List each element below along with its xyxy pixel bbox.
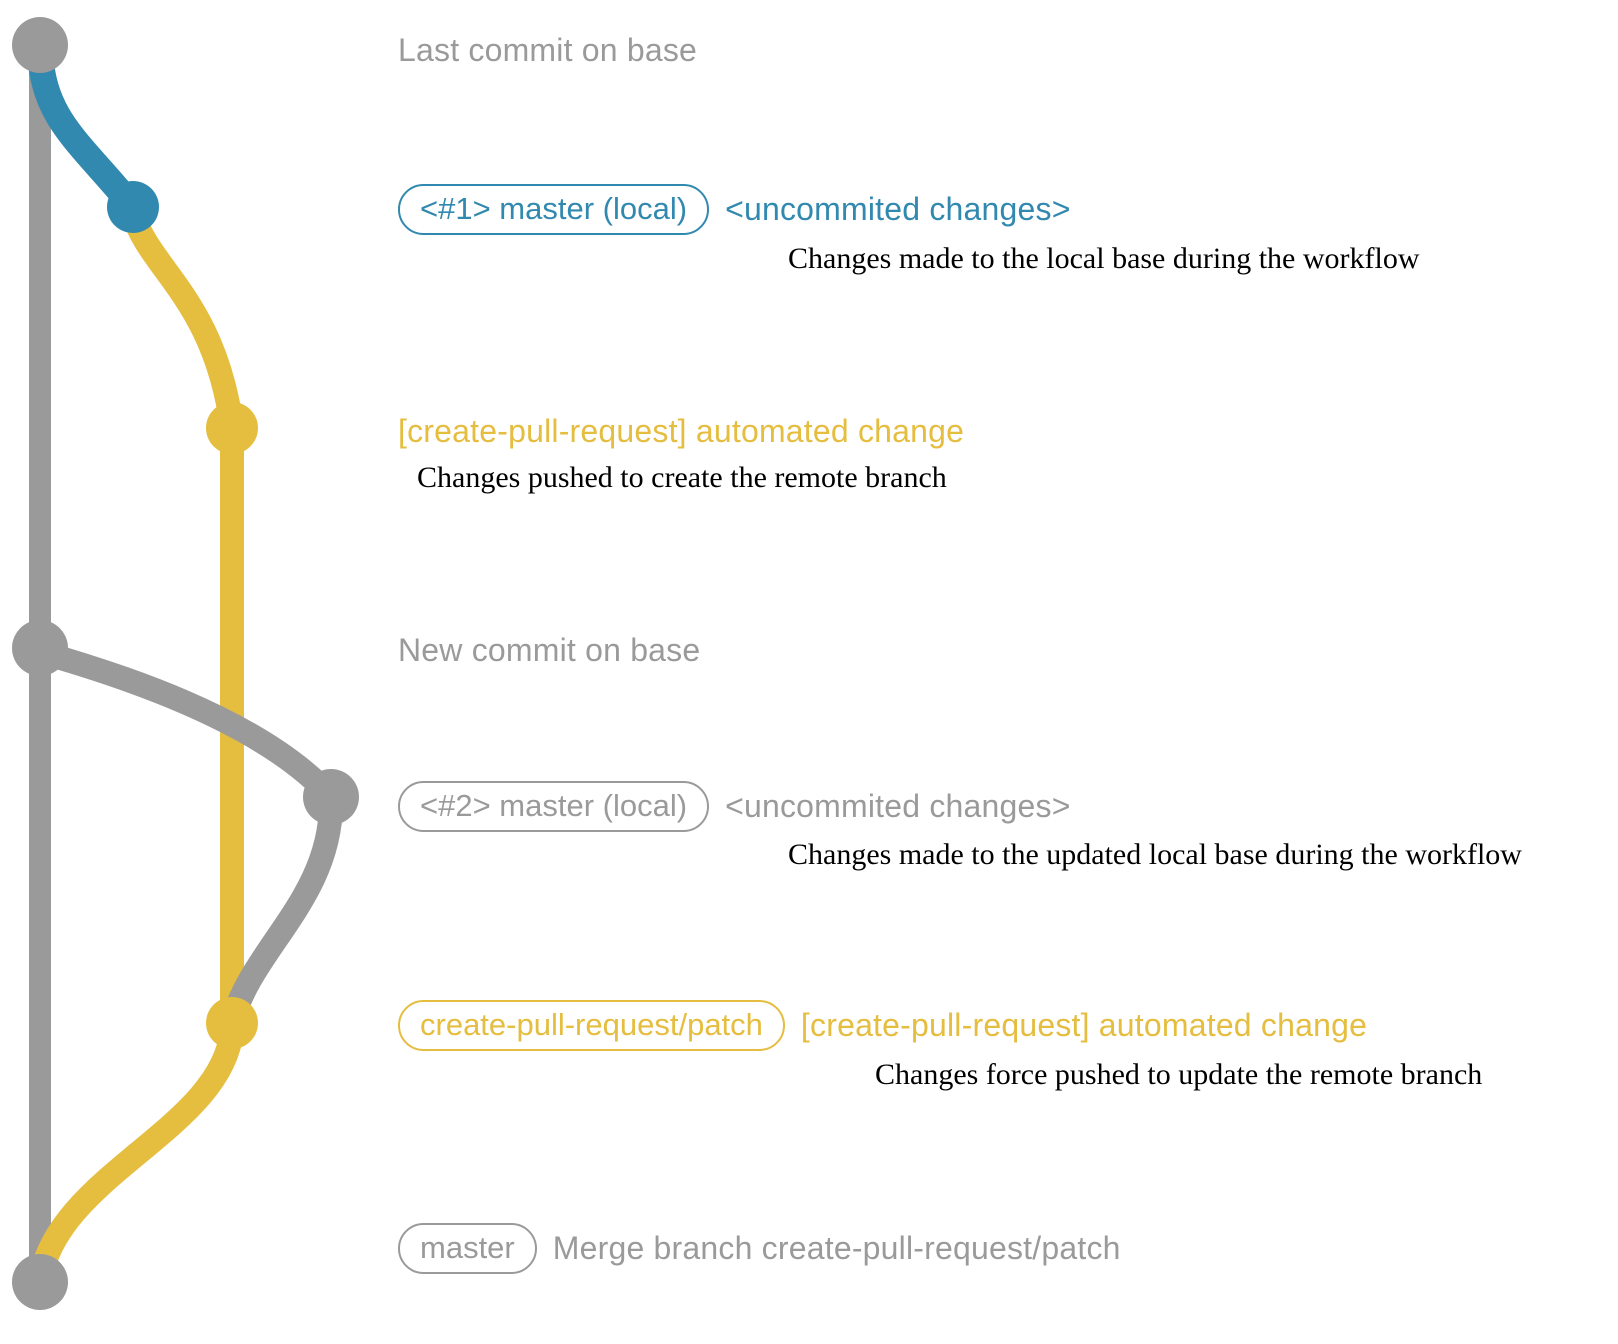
- node-automated-change-2[interactable]: [206, 997, 258, 1049]
- edge-new-base-to-master-local-2: [28, 640, 343, 809]
- node-last-commit-on-base[interactable]: [12, 17, 68, 73]
- commit-subject-automated-change-2: [create-pull-request] automated change: [800, 1007, 1368, 1043]
- commit-subject-merge-commit-master: Merge branch create-pull-request/patch: [552, 1230, 1121, 1266]
- branch-badge-create-pull-request-patch[interactable]: create-pull-request/patch: [398, 1000, 785, 1051]
- commit-description-automated-change-2: Changes force pushed to update the remot…: [875, 1058, 1483, 1091]
- node-merge-commit-master[interactable]: [12, 1254, 68, 1310]
- commit-description-automated-change-1: Changes pushed to create the remote bran…: [417, 461, 947, 494]
- row-last-commit-on-base: Last commit on base: [398, 32, 697, 69]
- commit-subject-last-commit-on-base: Last commit on base: [398, 32, 698, 68]
- edge-master-local-2-to-automated-change-2: [220, 792, 343, 1035]
- commit-subject-new-commit-on-base: New commit on base: [398, 632, 701, 668]
- branch-badge-master-local-1[interactable]: <#1> master (local): [398, 184, 710, 235]
- commit-graph: [12, 17, 359, 1310]
- node-master-local-1[interactable]: [107, 181, 159, 233]
- row-automated-change-1: [create-pull-request] automated change: [398, 413, 964, 450]
- commit-description-master-local-2: Changes made to the updated local base d…: [788, 838, 1522, 871]
- edge-master-local-1-to-automated-change-1: [121, 202, 244, 440]
- node-automated-change-1[interactable]: [206, 402, 258, 454]
- node-master-local-2[interactable]: [303, 769, 359, 825]
- row-merge-commit-master: master Merge branch create-pull-request/…: [398, 1223, 1121, 1274]
- commit-subject-master-local-1: <uncommited changes>: [725, 191, 1071, 227]
- row-master-local-1: <#1> master (local) <uncommited changes>: [398, 184, 1071, 235]
- node-new-commit-on-base[interactable]: [12, 620, 68, 676]
- edge-automated-change-2-to-merge: [28, 1018, 244, 1294]
- edge-base-to-master-local-1: [27, 39, 146, 220]
- branch-badge-master-local-2[interactable]: <#2> master (local): [398, 781, 710, 832]
- row-automated-change-2: create-pull-request/patch [create-pull-r…: [398, 1000, 1367, 1051]
- row-new-commit-on-base: New commit on base: [398, 632, 700, 669]
- commit-description-master-local-1: Changes made to the local base during th…: [788, 242, 1420, 275]
- row-master-local-2: <#2> master (local) <uncommited changes>: [398, 781, 1071, 832]
- commit-subject-master-local-2: <uncommited changes>: [725, 788, 1071, 824]
- commit-subject-automated-change-1: [create-pull-request] automated change: [398, 413, 965, 449]
- branch-badge-master[interactable]: master: [398, 1223, 537, 1274]
